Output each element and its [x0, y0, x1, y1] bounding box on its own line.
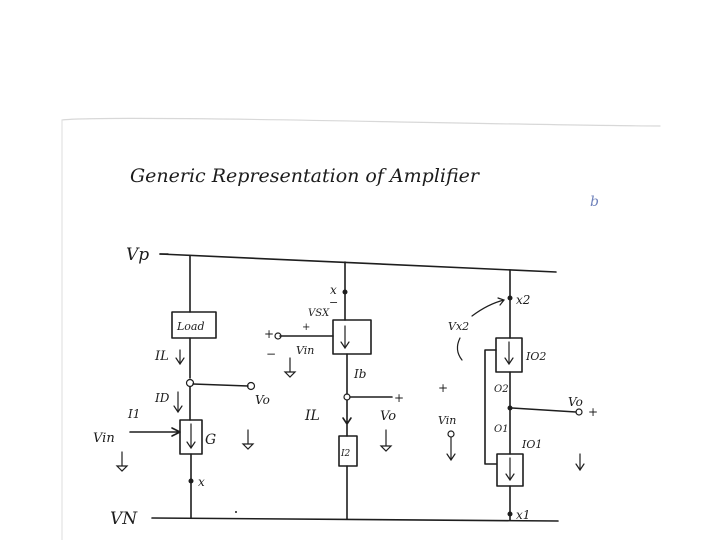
c2-minus-sign: − — [329, 296, 338, 309]
c3-vin-label: Vin — [438, 414, 456, 427]
c3-output-terminal — [575, 408, 583, 416]
c2-output-plus: + — [394, 391, 404, 405]
c1-output-terminal — [246, 381, 256, 391]
c3-bias-path — [484, 349, 497, 465]
c3-io1-label: IO1 — [521, 438, 542, 451]
c2-device-arrow — [340, 325, 350, 350]
bottom-rail — [151, 517, 559, 522]
c3-node-x2-dot — [507, 295, 513, 301]
c2-vsx-label: VSX — [308, 308, 330, 319]
c2-output-ground-icon — [379, 429, 393, 452]
c3-o2-label: O2 — [494, 384, 509, 395]
stray-mark — [235, 511, 237, 513]
c1-output-wire — [192, 383, 249, 387]
c3-io2-label: IO2 — [525, 350, 546, 363]
diagram-title: Generic Representation of Amplifier — [130, 165, 481, 187]
c3-output-label: Vo — [568, 395, 583, 409]
c3-input-plus: + — [438, 381, 448, 395]
c1-output-label: Vo — [255, 393, 270, 407]
paper-edge-top — [61, 117, 661, 127]
c1-node-x-dot — [188, 478, 194, 484]
c2-load-box — [338, 435, 358, 467]
c2-ib-label: Ib — [353, 367, 366, 381]
c1-input-label: Vin — [93, 431, 115, 446]
c2-input-plus: + — [302, 322, 310, 333]
c3-output-node — [507, 405, 513, 411]
c3-device-top-box — [495, 337, 523, 373]
c1-input-current-label: I1 — [127, 407, 140, 421]
c3-vx2-bracket — [456, 337, 463, 361]
corner-mark: b — [590, 194, 599, 210]
c1-input-ground-icon — [115, 451, 129, 472]
c3-o1-label: O1 — [494, 424, 509, 435]
c1-node-x-label: x — [198, 475, 205, 489]
c2-input-terminal — [274, 332, 282, 340]
c3-device-top-arrow — [504, 341, 514, 366]
circuit-2: x VSX − + + − Vin Ib + Vo IL I2 — [264, 261, 404, 520]
c3-input-terminal — [447, 430, 455, 438]
c3-node-x1-dot — [507, 511, 513, 517]
rail-vp-label: Vp — [126, 245, 149, 265]
circuit-3: x2 Vx2 IO2 O2 Vo + + Vin O1 IO1 x1 — [438, 269, 598, 522]
c2-output-label: Vo — [380, 409, 396, 424]
c3-vx2-label: Vx2 — [448, 320, 469, 333]
c3-node-x2-label: x2 — [516, 293, 530, 307]
c1-id-label: ID — [154, 391, 170, 405]
c2-device-box — [332, 319, 372, 355]
c2-plus-sign: + — [264, 327, 274, 341]
c3-vx2-arrow — [471, 297, 506, 317]
c2-node-x-label: x — [330, 283, 337, 297]
c2-node-x-dot — [342, 289, 348, 295]
c3-output-plus: + — [588, 405, 598, 419]
c2-node-o — [343, 393, 351, 401]
rail-vn-label: VN — [110, 509, 138, 529]
c1-il-label: IL — [154, 349, 169, 364]
c2-load-label: I2 — [340, 449, 351, 459]
c1-device-arrow — [186, 423, 196, 450]
c1-load-label: Load — [176, 320, 205, 333]
c3-node-x1-label: x1 — [516, 508, 530, 522]
top-rail — [159, 253, 557, 273]
c1-device-label: G — [205, 432, 216, 448]
circuit-1: Load Vo IL ID G Vin I1 x — [93, 255, 270, 519]
c1-id-arrow — [173, 391, 183, 414]
c1-input-wire — [129, 427, 181, 437]
c2-wire-load — [342, 399, 352, 437]
c3-device-bottom-arrow — [505, 457, 515, 482]
c2-minus-input: − — [266, 347, 276, 361]
c1-il-arrow — [175, 349, 185, 366]
c2-vin-label: Vin — [296, 344, 314, 357]
c1-load-box — [171, 311, 217, 339]
c1-output-ground-icon — [241, 429, 255, 450]
c3-output-wire — [511, 407, 577, 413]
c1-node-o — [185, 378, 195, 388]
c3-output-ground-icon — [575, 453, 585, 472]
c3-input-ground-icon — [446, 436, 456, 462]
c2-input-ground-icon — [283, 357, 297, 378]
c2-il-label: IL — [304, 408, 320, 424]
